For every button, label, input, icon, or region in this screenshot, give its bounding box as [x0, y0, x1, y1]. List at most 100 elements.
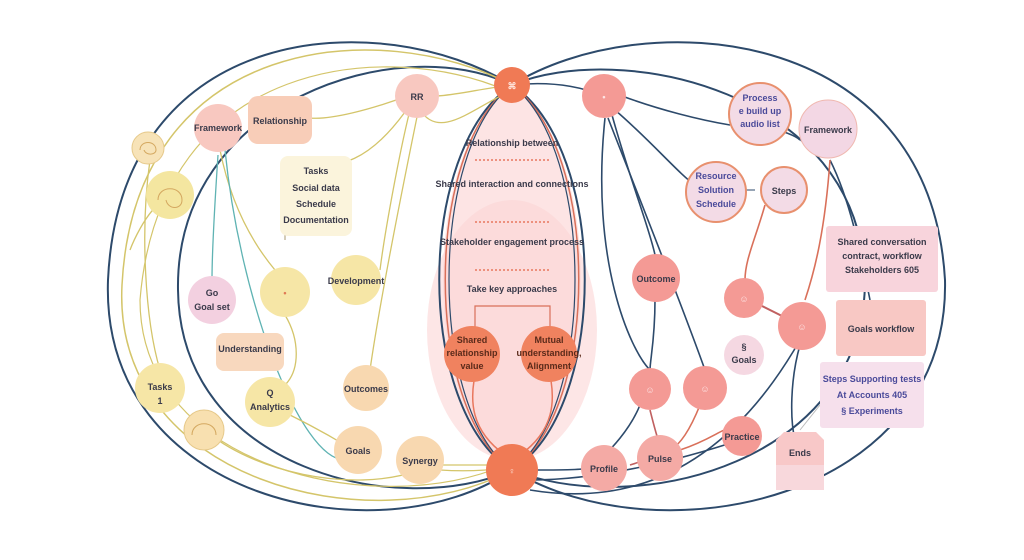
center-line-4: Take key approaches	[467, 284, 557, 294]
hub-top-label: ⌘	[508, 81, 517, 91]
center-glow	[427, 200, 597, 460]
right-node-r3[interactable]: Framework	[798, 99, 858, 159]
svg-text:Profile: Profile	[590, 464, 618, 474]
svg-text:contract, workflow: contract, workflow	[842, 251, 923, 261]
svg-text:Understanding: Understanding	[218, 344, 282, 354]
svg-text:Steps: Steps	[772, 186, 797, 196]
left-node-l11[interactable]: Outcomes	[343, 365, 389, 411]
right-node-r5[interactable]: Steps	[760, 166, 808, 214]
svg-text:Schedule: Schedule	[696, 199, 736, 209]
left-node-l1[interactable]: Framework	[194, 104, 243, 152]
svg-text:☺: ☺	[645, 385, 654, 395]
svg-text:value: value	[460, 361, 483, 371]
right-node-r10[interactable]: Goals workflow	[836, 300, 926, 356]
hub-bottom-label: ♀	[509, 466, 516, 476]
right-node-r17[interactable]: Practice	[722, 416, 762, 456]
svg-text:Ends: Ends	[789, 448, 811, 458]
svg-text:§ Experiments: § Experiments	[841, 406, 903, 416]
right-node-r18[interactable]: Ends	[776, 432, 824, 490]
right-node-r4[interactable]: Resource Solution Schedule	[685, 161, 747, 223]
svg-text:1: 1	[157, 396, 162, 406]
svg-text:e build up: e build up	[739, 106, 782, 116]
svg-text:Goals workflow: Goals workflow	[848, 324, 916, 334]
center-title: Relationship between	[466, 138, 559, 148]
right-node-r15[interactable]: Profile	[581, 445, 627, 491]
left-decor-swirl-3	[183, 409, 225, 451]
svg-text:☺: ☺	[797, 322, 806, 332]
svg-text:Practice: Practice	[724, 432, 759, 442]
svg-text:Outcome: Outcome	[636, 274, 675, 284]
left-node-l3[interactable]: RR	[395, 74, 439, 118]
center-node-left[interactable]: Shared relationship value	[444, 326, 500, 382]
hub-top[interactable]: ⌘	[494, 67, 530, 103]
svg-text:Alignment: Alignment	[527, 361, 571, 371]
left-node-l7[interactable]: Development	[328, 255, 385, 305]
svg-text:•: •	[602, 92, 605, 102]
svg-text:RR: RR	[411, 92, 424, 102]
left-decor-swirl-1	[131, 131, 165, 165]
svg-text:Go: Go	[206, 288, 219, 298]
svg-text:Framework: Framework	[804, 125, 853, 135]
right-outer-ring	[511, 41, 947, 512]
right-node-r1[interactable]: •	[582, 74, 626, 118]
svg-text:understanding,: understanding,	[517, 348, 582, 358]
right-node-r16[interactable]: Pulse	[637, 435, 683, 481]
left-node-l4[interactable]: Tasks Social data Schedule Documentation	[280, 156, 352, 236]
svg-text:Schedule: Schedule	[296, 199, 336, 209]
right-node-r14[interactable]: Steps Supporting tests At Accounts 405 §…	[820, 362, 924, 428]
center-line-2: Shared interaction and connections	[435, 179, 588, 189]
svg-text:Shared conversation: Shared conversation	[837, 237, 926, 247]
left-outer-ring	[106, 41, 513, 512]
svg-text:Framework: Framework	[194, 123, 243, 133]
svg-text:Tasks: Tasks	[148, 382, 173, 392]
svg-text:§: §	[741, 342, 746, 352]
left-node-l2[interactable]: Relationship	[248, 96, 312, 144]
svg-text:Pulse: Pulse	[648, 454, 672, 464]
left-yellow-ring-2	[139, 66, 506, 487]
hub-bottom[interactable]: ♀	[486, 444, 538, 496]
right-node-r8[interactable]: ☺	[724, 278, 764, 318]
right-node-r11[interactable]: § Goals	[724, 335, 764, 375]
svg-text:Solution: Solution	[698, 185, 734, 195]
right-node-r7[interactable]: Outcome	[632, 254, 680, 302]
left-node-l13[interactable]: Synergy	[396, 436, 444, 484]
left-node-l6[interactable]: •	[260, 267, 310, 317]
connector-hub-left	[471, 374, 506, 456]
center-lens	[427, 83, 597, 472]
right-node-r9[interactable]: ☺	[778, 302, 826, 350]
svg-text:•: •	[283, 288, 286, 298]
svg-text:☺: ☺	[700, 384, 709, 394]
svg-text:Tasks: Tasks	[304, 166, 329, 176]
left-node-l12[interactable]: Goals	[334, 426, 382, 474]
svg-text:Outcomes: Outcomes	[344, 384, 388, 394]
left-yellow-ring	[121, 49, 513, 502]
right-node-r12[interactable]: ☺	[629, 368, 671, 410]
right-node-r13[interactable]: ☺	[683, 366, 727, 410]
svg-text:Stakeholders 605: Stakeholders 605	[845, 265, 919, 275]
svg-text:Analytics: Analytics	[250, 402, 290, 412]
svg-text:Social data: Social data	[292, 183, 341, 193]
svg-text:Q: Q	[266, 388, 273, 398]
center-line-3: Stakeholder engagement process	[440, 237, 584, 247]
svg-text:☺: ☺	[739, 294, 748, 304]
svg-text:Documentation: Documentation	[283, 215, 349, 225]
svg-text:Goals: Goals	[345, 446, 370, 456]
left-node-l8[interactable]: Understanding	[216, 333, 284, 371]
svg-text:Development: Development	[328, 276, 385, 286]
svg-text:At Accounts 405: At Accounts 405	[837, 390, 907, 400]
connector-hub-right	[519, 374, 554, 456]
svg-text:Process: Process	[742, 93, 777, 103]
center-node-right[interactable]: Mutual understanding, Alignment	[517, 326, 582, 382]
svg-text:Resource: Resource	[695, 171, 736, 181]
left-node-l5[interactable]: Go Goal set	[188, 276, 236, 324]
svg-text:Goals: Goals	[731, 355, 756, 365]
left-node-l10[interactable]: Q Analytics	[245, 377, 295, 427]
bracket	[474, 305, 551, 340]
left-node-l9[interactable]: Tasks 1	[135, 363, 185, 413]
left-decor-swirl-2	[146, 171, 194, 219]
right-node-r6[interactable]: Shared conversation contract, workflow S…	[826, 226, 938, 292]
right-node-r2[interactable]: Process e build up audio list	[728, 82, 792, 146]
svg-text:audio list: audio list	[740, 119, 780, 129]
svg-text:Relationship: Relationship	[253, 116, 308, 126]
